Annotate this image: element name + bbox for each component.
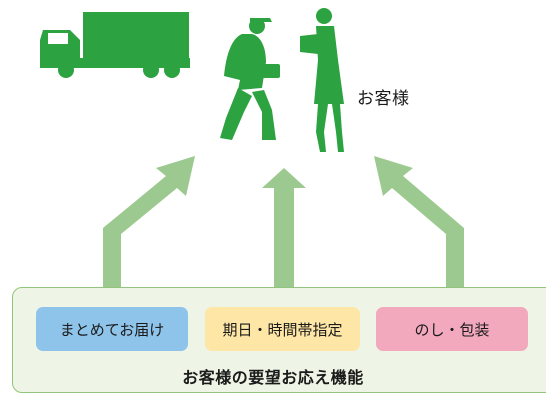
- arrow-center: [262, 168, 306, 288]
- feature-box-gift-wrap: のし・包装: [376, 307, 528, 351]
- arrow-left: [103, 156, 195, 288]
- customer-label: お客様: [357, 89, 410, 109]
- truck-window: [48, 33, 68, 44]
- arrow-right: [374, 156, 464, 288]
- feature-box-date-time: 期日・時間帯指定: [205, 307, 360, 351]
- delivery-person-icon: [220, 18, 280, 140]
- truck-icon: [40, 12, 190, 78]
- feature-box-bundled-delivery: まとめてお届け: [36, 307, 188, 351]
- panel-caption: お客様の要望お応え機能: [182, 368, 364, 387]
- customer-icon: [300, 8, 344, 152]
